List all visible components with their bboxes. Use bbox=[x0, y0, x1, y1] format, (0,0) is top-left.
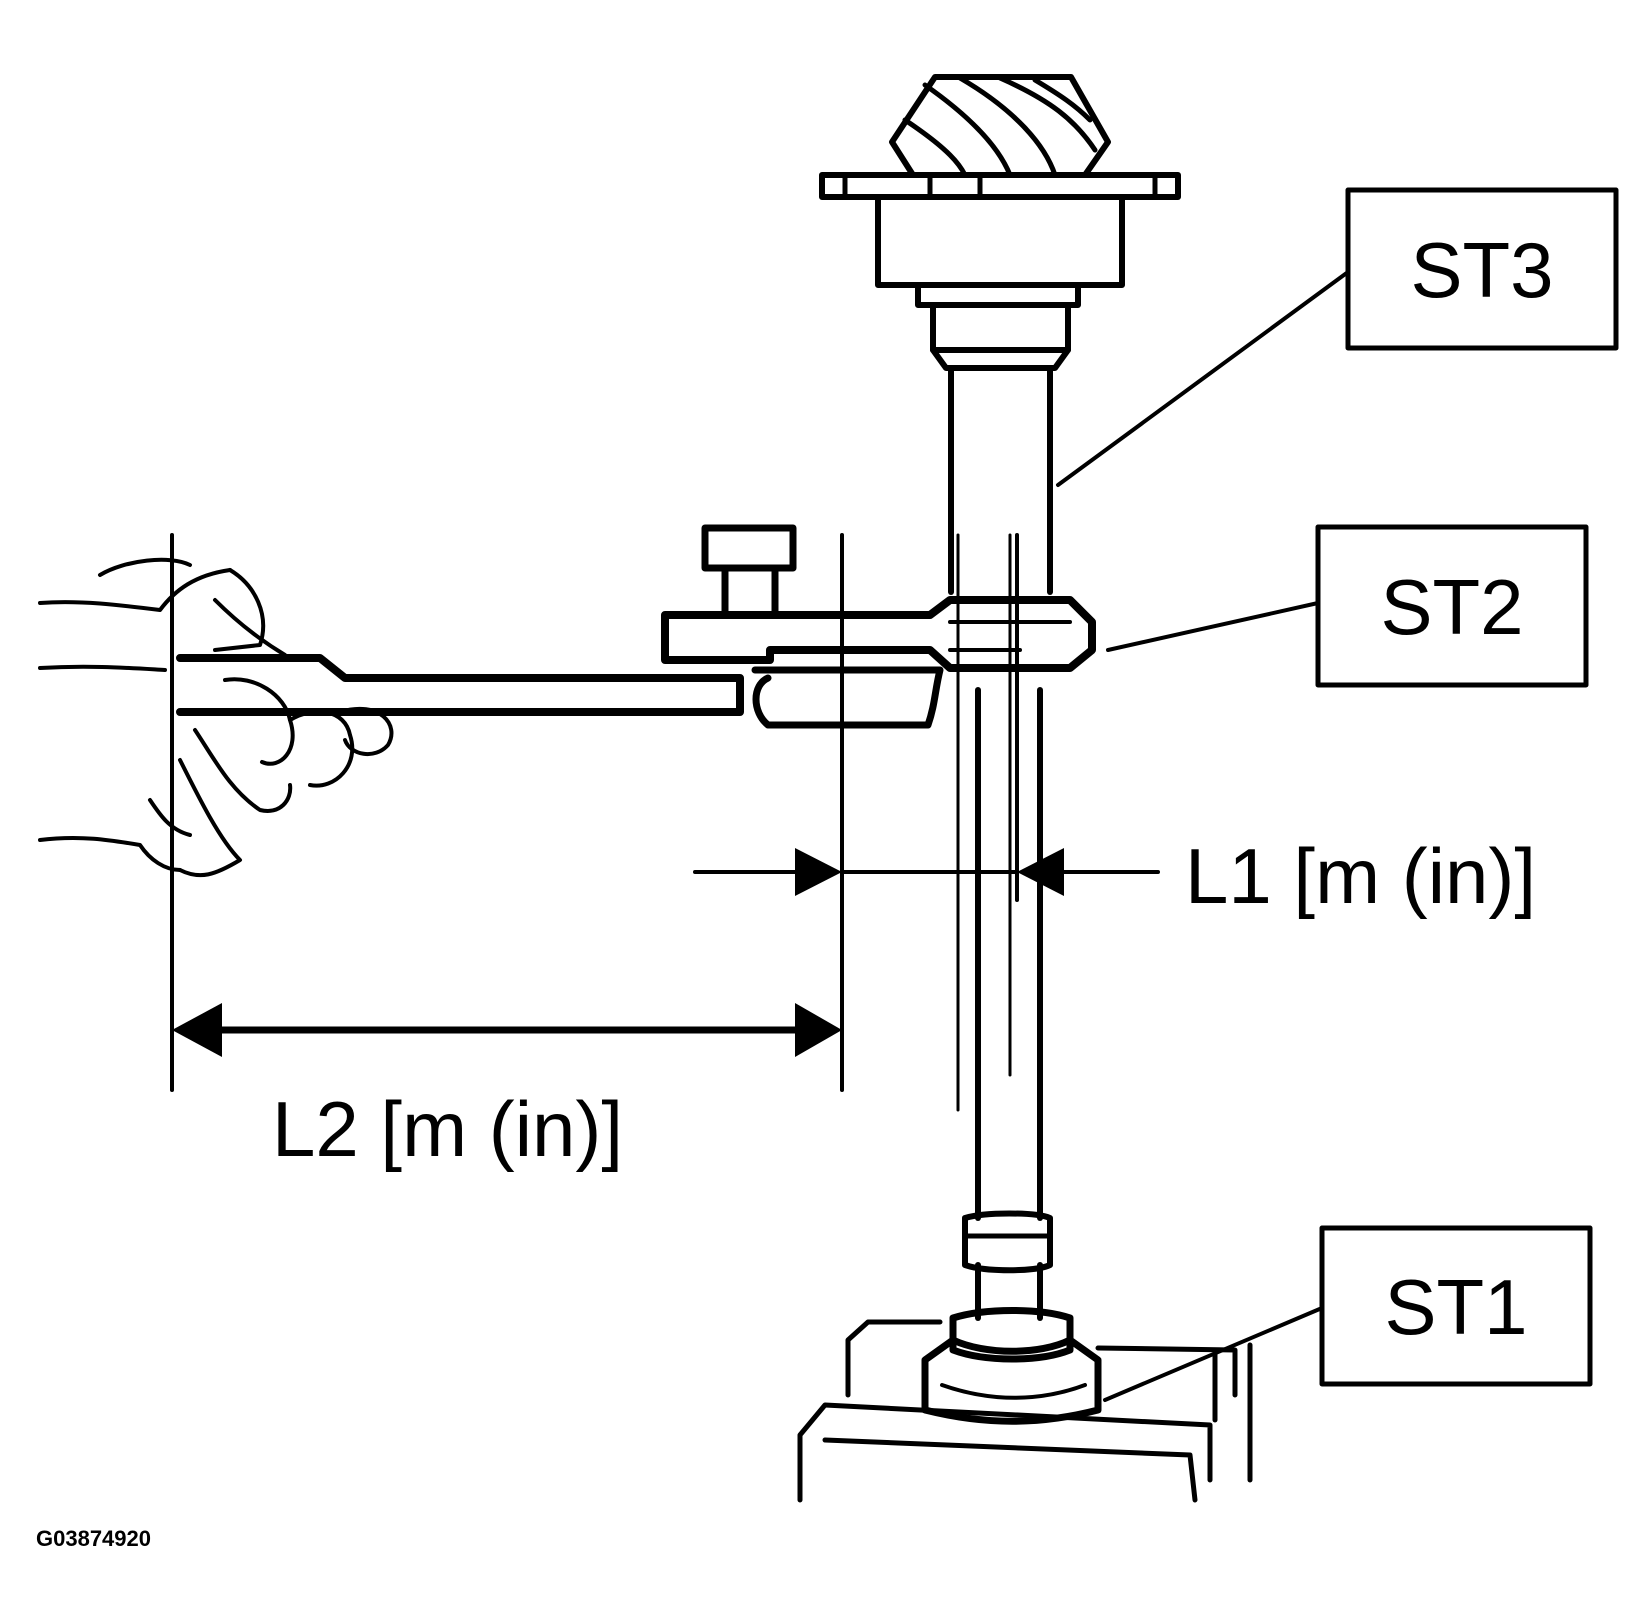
hand bbox=[38, 557, 394, 878]
st3-callout: ST3 bbox=[1345, 187, 1619, 351]
pinion-gear bbox=[889, 74, 1111, 178]
st3-upper-shaft bbox=[948, 365, 1053, 595]
st1-leader-line bbox=[1103, 1306, 1324, 1402]
bearing-housing bbox=[875, 194, 1125, 371]
lower-rod bbox=[956, 533, 1043, 1221]
st2-leader-line bbox=[1106, 601, 1320, 652]
st2-label: ST2 bbox=[1380, 563, 1523, 651]
st1-socket bbox=[921, 1307, 1102, 1425]
rod-collar bbox=[962, 1210, 1053, 1321]
st1-label: ST1 bbox=[1384, 1263, 1527, 1351]
l1-label: L1 [m (in)] bbox=[1185, 832, 1536, 920]
st2-callout: ST2 bbox=[1315, 524, 1589, 688]
dimension-lines bbox=[170, 533, 1019, 1092]
l1-dimension bbox=[693, 848, 1160, 896]
vise-block bbox=[797, 1319, 1253, 1503]
st2-torque-wrench bbox=[176, 524, 1096, 729]
st1-callout: ST1 bbox=[1319, 1225, 1593, 1387]
l2-label: L2 [m (in)] bbox=[272, 1085, 623, 1173]
figure-id: G03874920 bbox=[36, 1526, 151, 1551]
l2-dimension bbox=[172, 1003, 842, 1057]
st3-label: ST3 bbox=[1410, 226, 1553, 314]
st3-leader-line bbox=[1056, 270, 1350, 487]
flange-plate bbox=[819, 172, 1181, 200]
